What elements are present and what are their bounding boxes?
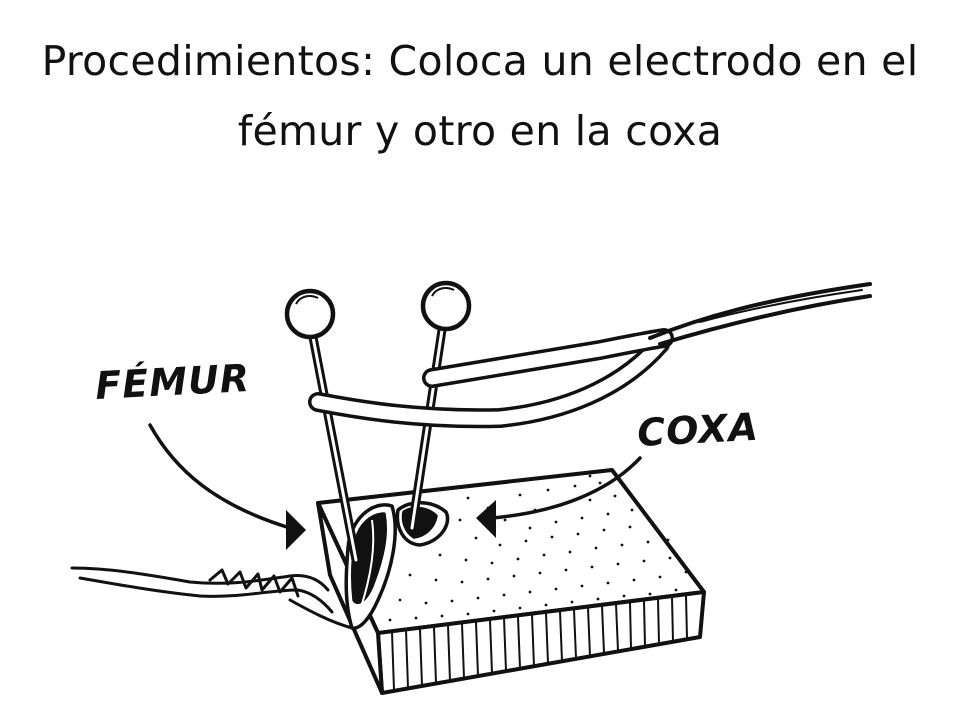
- coxa-electrode-pin: [407, 280, 472, 533]
- coxa-pointer-arrow: [476, 456, 642, 538]
- slide-title: Procedimientos: Coloca un electrodo en e…: [41, 37, 919, 155]
- femur-label: FÉMUR: [94, 356, 251, 408]
- electrode-wires: [308, 282, 872, 429]
- leg-fringe: [70, 566, 354, 630]
- insect-leg-electrode-illustration: FÉMUR COXA: [70, 280, 872, 695]
- femur-pointer-arrow: [148, 423, 306, 550]
- femur-segment: [344, 503, 397, 630]
- block-front-hatching: [391, 595, 688, 691]
- coxa-label: COXA: [636, 405, 760, 455]
- femur-electrode-pin: [284, 288, 361, 565]
